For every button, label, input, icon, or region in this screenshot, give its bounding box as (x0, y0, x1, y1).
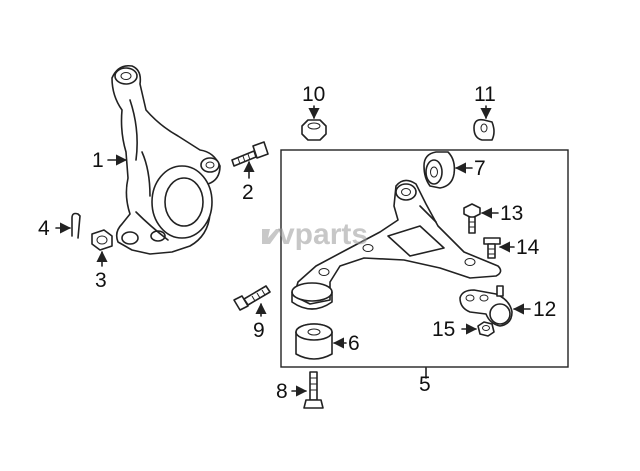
callout-7: 7 (474, 157, 486, 180)
callout-11: 11 (474, 83, 496, 106)
watermark-text: vparts (278, 218, 368, 251)
nut-part-3[interactable] (91, 229, 113, 251)
callout-3: 3 (95, 269, 107, 292)
callout-1: 1 (92, 149, 104, 172)
bolt-part-14[interactable] (483, 237, 501, 259)
bolt-part-2[interactable] (231, 141, 269, 167)
bolt-part-8[interactable] (303, 371, 324, 409)
callout-10: 10 (302, 83, 325, 106)
callout-5: 5 (419, 373, 431, 396)
callout-labels: 1 2 3 4 5 6 7 8 9 10 11 12 13 14 15 (38, 83, 556, 403)
callout-15: 15 (432, 318, 455, 341)
cotter-pin-part-4[interactable] (71, 212, 81, 239)
leader-arrows (55, 105, 531, 397)
lower-arm-assembly-box (280, 149, 569, 368)
callout-6: 6 (348, 332, 360, 355)
steering-knuckle-part[interactable] (111, 64, 221, 255)
bushing-part-7[interactable] (423, 151, 456, 189)
nut-part-10[interactable] (301, 119, 327, 141)
callout-14: 14 (516, 236, 540, 259)
lower-control-arm-part[interactable] (291, 179, 502, 310)
washer-part-11[interactable] (473, 118, 495, 141)
ball-joint-part-12[interactable] (459, 285, 513, 327)
callout-4: 4 (38, 217, 50, 240)
nut-part-15[interactable] (477, 321, 495, 337)
callout-12: 12 (533, 298, 556, 321)
callout-13: 13 (500, 202, 523, 225)
bolt-part-13[interactable] (463, 203, 481, 234)
callout-2: 2 (242, 181, 254, 204)
bushing-part-6[interactable] (295, 323, 333, 360)
callout-9: 9 (253, 319, 265, 342)
watermark-logo-icon (262, 229, 281, 244)
bolt-part-9[interactable] (233, 285, 271, 311)
callout-8: 8 (276, 380, 288, 403)
vparts-watermark: vparts (262, 218, 368, 251)
